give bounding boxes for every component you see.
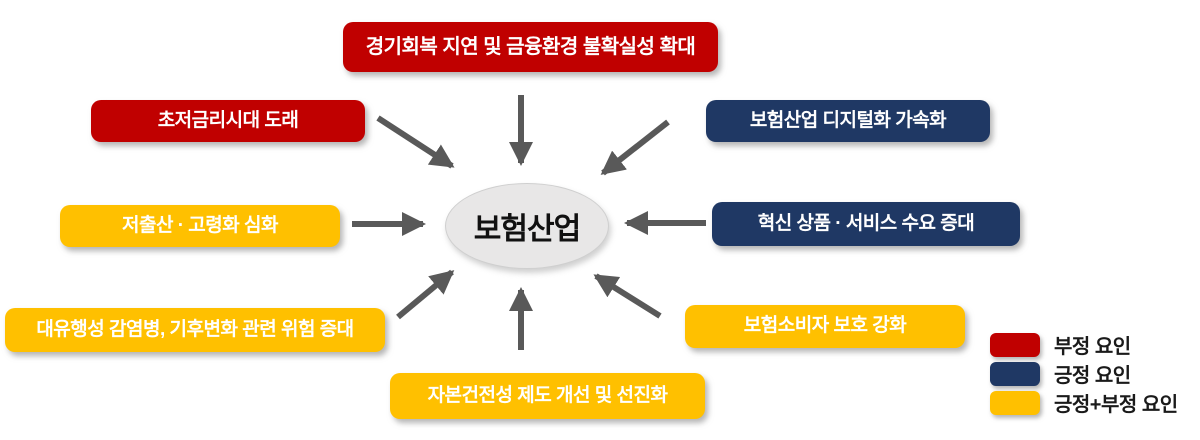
legend-label-positive: 긍정 요인: [1054, 365, 1131, 387]
legend: 부정 요인 긍정 요인 긍정+부정 요인: [990, 332, 1178, 416]
factor-capital-soundness-reform: 자본건전성 제도 개선 및 선진화: [390, 373, 705, 419]
arrow-from-upper-left: [376, 115, 455, 169]
arrow-from-lower-right: [593, 273, 662, 319]
arrow-from-lower-left: [396, 269, 455, 320]
legend-label-negative: 부정 요인: [1054, 336, 1131, 358]
arrow-from-upper-right: [600, 119, 670, 176]
legend-swatch-mixed: [990, 390, 1040, 415]
factor-low-birth-aging: 저출산 · 고령화 심화: [60, 205, 340, 247]
factor-economic-recovery-delay: 경기회복 지연 및 금융환경 불확실성 확대: [343, 22, 718, 72]
legend-swatch-negative: [990, 332, 1040, 357]
legend-row-mixed: 긍정+부정 요인: [990, 390, 1178, 416]
legend-swatch-positive: [990, 361, 1040, 386]
factor-digitalization-acceleration: 보험산업 디지털화 가속화: [706, 100, 990, 142]
factor-consumer-protection: 보험소비자 보호 강화: [685, 305, 965, 348]
legend-row-negative: 부정 요인: [990, 332, 1178, 358]
legend-row-positive: 긍정 요인: [990, 361, 1178, 387]
factor-ultra-low-interest-era: 초저금리시대 도래: [91, 100, 365, 142]
factor-innovative-product-demand: 혁신 상품 · 서비스 수요 증대: [712, 202, 1020, 246]
center-node-insurance-industry: 보험산업: [445, 183, 609, 269]
legend-label-mixed: 긍정+부정 요인: [1054, 394, 1178, 416]
factor-pandemic-climate-risk: 대유행성 감염병, 기후변화 관련 위험 증대: [5, 308, 385, 352]
